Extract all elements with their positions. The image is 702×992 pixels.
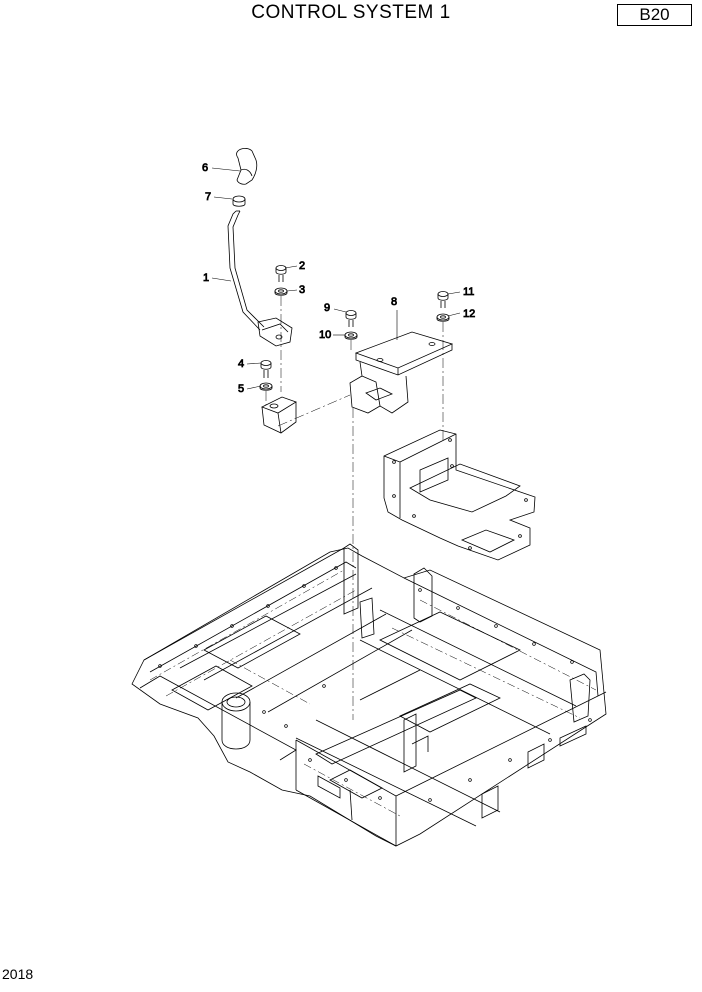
callout-3: 3 (299, 284, 305, 296)
washer-icon (259, 382, 273, 391)
lever-rod-icon (227, 210, 293, 347)
callout-6: 6 (202, 162, 208, 174)
page-code-box: B20 (617, 4, 692, 26)
nut-icon (232, 195, 246, 207)
callout-9: 9 (324, 302, 330, 314)
callout-10: 10 (319, 329, 331, 341)
frame-holes (158, 566, 592, 802)
lever-knob-icon (236, 148, 258, 185)
seat-plate-icon (383, 429, 536, 561)
callout-2: 2 (299, 260, 305, 272)
callout-1: 1 (203, 272, 209, 284)
bolt-icon (345, 310, 357, 327)
leader-lines (211, 167, 461, 390)
washer-icon (274, 287, 288, 296)
washer-icon (436, 313, 450, 322)
control-bracket-icon (349, 331, 454, 414)
callout-5: 5 (238, 383, 244, 395)
page-title: CONTROL SYSTEM 1 (251, 2, 451, 23)
callout-8: 8 (391, 296, 397, 308)
bolt-icon (275, 265, 287, 282)
washer-icon (344, 331, 358, 340)
lever-bracket-icon (261, 396, 297, 434)
footer-year: 2018 (2, 966, 34, 982)
bolt-icon (260, 360, 272, 378)
callout-4: 4 (238, 358, 244, 370)
frame-hidden-lines (149, 569, 597, 817)
alignment-lines (265, 296, 444, 720)
callout-11: 11 (463, 286, 474, 298)
bolt-icon (437, 291, 449, 308)
main-frame-icon (131, 543, 607, 847)
callout-12: 12 (463, 308, 475, 320)
callout-7: 7 (205, 191, 211, 203)
